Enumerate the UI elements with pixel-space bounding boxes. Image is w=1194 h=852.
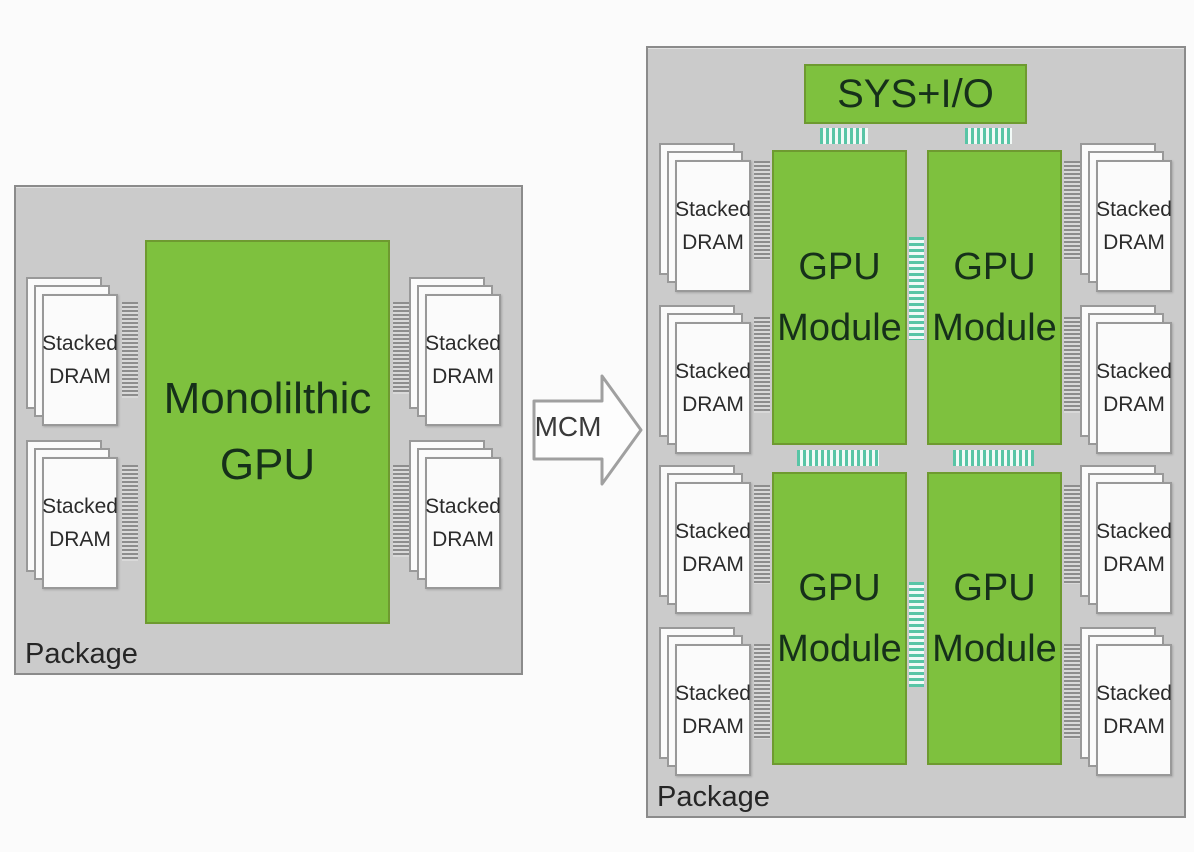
stacked-dram-label-line1: Stacked xyxy=(425,495,501,518)
stacked-dram-label-line2: DRAM xyxy=(432,528,494,551)
package-label: Package xyxy=(657,781,770,813)
stacked-dram-label-line2: DRAM xyxy=(1103,231,1165,254)
monolithic-gpu-die: Monolilthic GPU xyxy=(145,240,390,624)
stacked-dram-label-line1: Stacked xyxy=(42,332,118,355)
gpu-module-label-line2: Module xyxy=(932,306,1057,349)
stacked-dram-label-line1: Stacked xyxy=(42,495,118,518)
dram-sheet-front: Stacked DRAM xyxy=(425,294,501,426)
dram-sheet-front: Stacked DRAM xyxy=(675,160,751,292)
dram-stack: Stacked DRAM xyxy=(26,440,118,589)
dram-sheet-front: Stacked DRAM xyxy=(1096,644,1172,776)
dram-bus-connector xyxy=(754,485,770,584)
monolithic-package: Monolilthic GPU Stacked DRAM Stacked DRA… xyxy=(14,185,523,675)
stacked-dram-label-line2: DRAM xyxy=(682,553,744,576)
gpu-module-label-line1: GPU xyxy=(953,245,1036,288)
dram-bus-connector xyxy=(754,317,770,413)
inter-module-link-vertical xyxy=(909,237,924,340)
dram-bus-connector xyxy=(1064,644,1080,739)
stacked-dram-label-line2: DRAM xyxy=(1103,553,1165,576)
dram-stack: Stacked DRAM xyxy=(1080,305,1172,454)
inter-module-link-vertical xyxy=(909,582,924,687)
dram-stack: Stacked DRAM xyxy=(409,440,501,589)
stacked-dram-label-line2: DRAM xyxy=(432,365,494,388)
dram-stack: Stacked DRAM xyxy=(409,277,501,426)
dram-sheet-front: Stacked DRAM xyxy=(675,644,751,776)
stacked-dram-label-line1: Stacked xyxy=(675,360,751,383)
gpu-module: GPU Module xyxy=(772,150,907,445)
dram-stack: Stacked DRAM xyxy=(26,277,118,426)
inter-module-link-horizontal xyxy=(797,450,879,466)
gpu-module-label-line1: GPU xyxy=(798,566,881,609)
gpu-module: GPU Module xyxy=(927,150,1062,445)
stacked-dram-label-line2: DRAM xyxy=(1103,715,1165,738)
stacked-dram-label-line1: Stacked xyxy=(675,682,751,705)
stacked-dram-label-line1: Stacked xyxy=(1096,520,1172,543)
stacked-dram-label-line2: DRAM xyxy=(1103,393,1165,416)
stacked-dram-label-line2: DRAM xyxy=(682,393,744,416)
monolithic-gpu-label-line1: Monolilthic xyxy=(163,374,372,423)
dram-stack: Stacked DRAM xyxy=(1080,465,1172,614)
sys-io-link-connector xyxy=(965,128,1012,144)
dram-bus-connector xyxy=(122,302,138,398)
dram-sheet-front: Stacked DRAM xyxy=(675,482,751,614)
stacked-dram-label-line2: DRAM xyxy=(682,231,744,254)
sys-io-link-connector xyxy=(820,128,868,144)
dram-stack: Stacked DRAM xyxy=(659,627,751,776)
stacked-dram-label-line2: DRAM xyxy=(682,715,744,738)
dram-sheet-front: Stacked DRAM xyxy=(1096,160,1172,292)
dram-sheet-front: Stacked DRAM xyxy=(42,294,118,426)
stacked-dram-label-line1: Stacked xyxy=(1096,360,1172,383)
sys-io-label: SYS+I/O xyxy=(837,72,994,116)
dram-bus-connector xyxy=(1064,317,1080,413)
gpu-module-label-line1: GPU xyxy=(953,566,1036,609)
dram-bus-connector xyxy=(122,465,138,561)
stacked-dram-label-line1: Stacked xyxy=(675,520,751,543)
dram-stack: Stacked DRAM xyxy=(1080,143,1172,292)
right-arrow-icon xyxy=(532,374,643,486)
monolithic-gpu-label-line2: GPU xyxy=(219,440,316,489)
dram-bus-connector xyxy=(754,644,770,739)
gpu-module-label-line2: Module xyxy=(932,627,1057,670)
dram-stack: Stacked DRAM xyxy=(659,305,751,454)
dram-bus-connector xyxy=(393,465,409,557)
dram-sheet-front: Stacked DRAM xyxy=(1096,322,1172,454)
dram-sheet-front: Stacked DRAM xyxy=(675,322,751,454)
dram-bus-connector xyxy=(1064,485,1080,584)
dram-stack: Stacked DRAM xyxy=(1080,627,1172,776)
stacked-dram-label-line1: Stacked xyxy=(1096,682,1172,705)
gpu-module-label-line2: Module xyxy=(777,306,902,349)
dram-bus-connector xyxy=(754,161,770,260)
stacked-dram-label-line2: DRAM xyxy=(49,528,111,551)
inter-module-link-horizontal xyxy=(953,450,1034,466)
sys-io-block: SYS+I/O xyxy=(804,64,1027,124)
dram-sheet-front: Stacked DRAM xyxy=(425,457,501,589)
dram-stack: Stacked DRAM xyxy=(659,465,751,614)
dram-bus-connector xyxy=(1064,161,1080,260)
mcm-arrow xyxy=(532,373,644,487)
mcm-package: SYS+I/O GPU Module GPU Module GPU Module… xyxy=(646,46,1186,818)
dram-stack: Stacked DRAM xyxy=(659,143,751,292)
stacked-dram-label-line1: Stacked xyxy=(1096,198,1172,221)
dram-bus-connector xyxy=(393,302,409,394)
dram-sheet-front: Stacked DRAM xyxy=(1096,482,1172,614)
package-label: Package xyxy=(25,638,138,670)
gpu-module-label-line2: Module xyxy=(777,627,902,670)
stacked-dram-label-line1: Stacked xyxy=(425,332,501,355)
gpu-module-label-line1: GPU xyxy=(798,245,881,288)
gpu-module: GPU Module xyxy=(927,472,1062,765)
gpu-module: GPU Module xyxy=(772,472,907,765)
mcm-arrow-label: MCM xyxy=(534,411,602,442)
stacked-dram-label-line2: DRAM xyxy=(49,365,111,388)
stacked-dram-label-line1: Stacked xyxy=(675,198,751,221)
dram-sheet-front: Stacked DRAM xyxy=(42,457,118,589)
